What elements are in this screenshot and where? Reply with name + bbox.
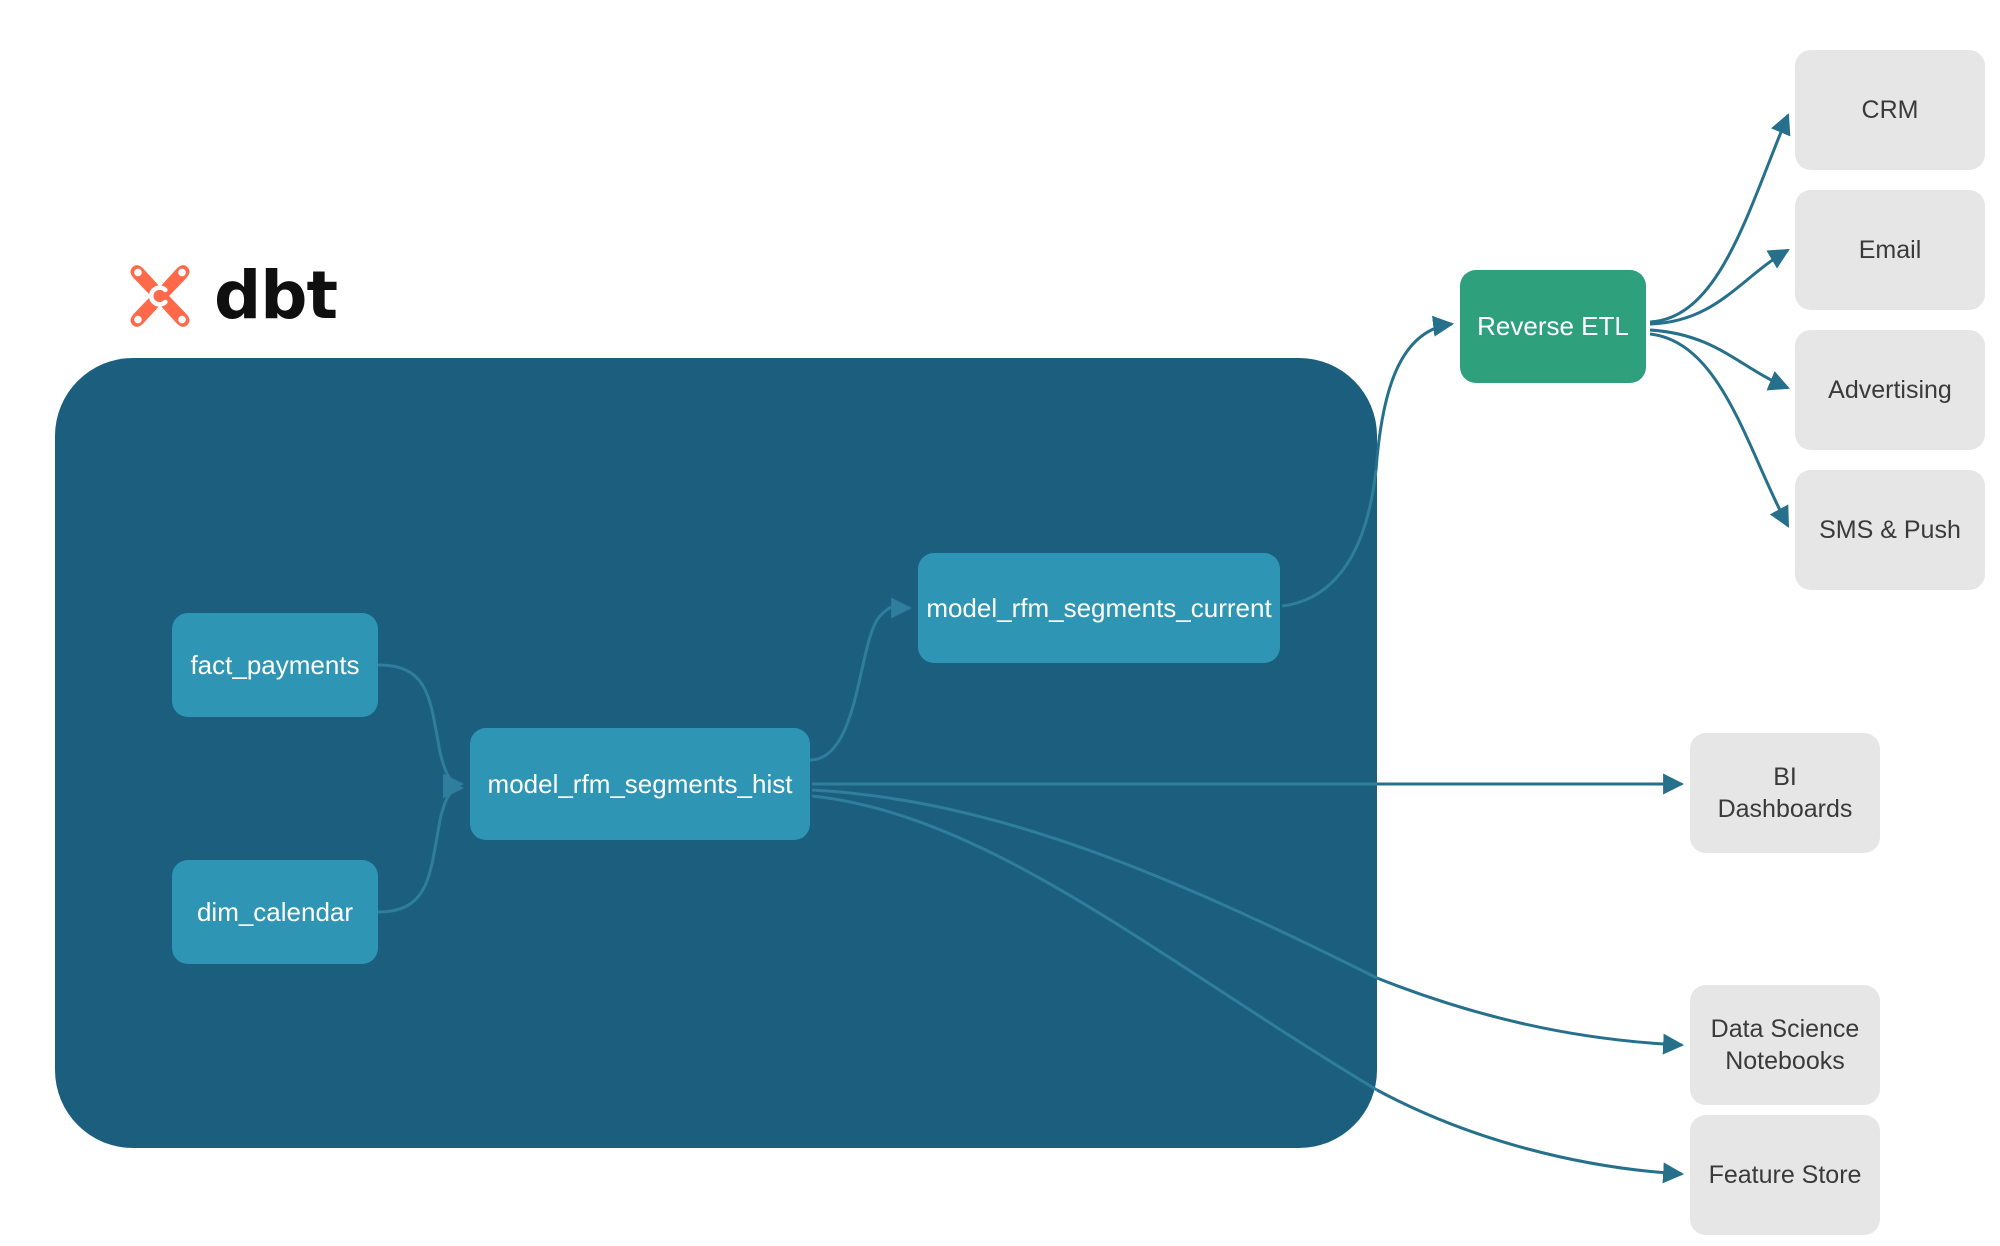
edge-hist-to-feature-store-outside	[1376, 1088, 1685, 1184]
model-node-label: fact_payments	[190, 649, 360, 680]
model-node-dim-calendar[interactable]: dim_calendar	[172, 860, 378, 964]
destination-node-advertising[interactable]: Advertising	[1795, 330, 1985, 450]
model-node-label: dim_calendar	[196, 896, 354, 927]
consumer-node-data-science-notebooks[interactable]: Data Science Notebooks	[1690, 985, 1880, 1105]
edge-reverse-etl-to-advertising	[1649, 328, 1790, 391]
consumer-label: Feature Store	[1708, 1160, 1862, 1189]
model-node-rfm-segments-hist[interactable]: model_rfm_segments_hist	[470, 728, 810, 840]
consumer-node-bi-dashboards[interactable]: BI Dashboards	[1690, 733, 1880, 853]
edge-reverse-etl-to-sms-push	[1649, 332, 1790, 528]
destination-node-sms-push[interactable]: SMS & Push	[1795, 470, 1985, 590]
model-node-fact-payments[interactable]: fact_payments	[172, 613, 378, 717]
reverse-etl-label: Reverse ETL	[1477, 311, 1629, 341]
destination-node-crm[interactable]: CRM	[1795, 50, 1985, 170]
edge-reverse-etl-to-email	[1649, 248, 1790, 326]
model-node-label: model_rfm_segments_hist	[487, 768, 793, 799]
model-node-rfm-segments-current[interactable]: model_rfm_segments_current	[918, 553, 1280, 663]
dbt-brand: dbt	[122, 257, 338, 334]
destination-node-email[interactable]: Email	[1795, 190, 1985, 310]
edge-hist-to-ds-notebooks-outside	[1376, 976, 1685, 1055]
destination-label: CRM	[1861, 95, 1919, 124]
edge-reverse-etl-to-crm	[1649, 113, 1791, 324]
model-node-label: model_rfm_segments_current	[926, 592, 1272, 623]
dbt-wordmark: dbt	[214, 257, 338, 334]
destination-label: Advertising	[1828, 375, 1952, 404]
consumer-label: BI Dashboards	[1717, 762, 1853, 824]
destination-label: Email	[1858, 235, 1922, 264]
consumer-node-feature-store[interactable]: Feature Store	[1690, 1115, 1880, 1235]
reverse-etl-node[interactable]: Reverse ETL	[1460, 270, 1646, 383]
destination-label: SMS & Push	[1819, 515, 1961, 544]
consumer-label: Data Science Notebooks	[1710, 1014, 1860, 1076]
dbt-logo-icon	[130, 265, 190, 327]
edge-current-to-reverse-etl-outside	[1374, 315, 1455, 471]
